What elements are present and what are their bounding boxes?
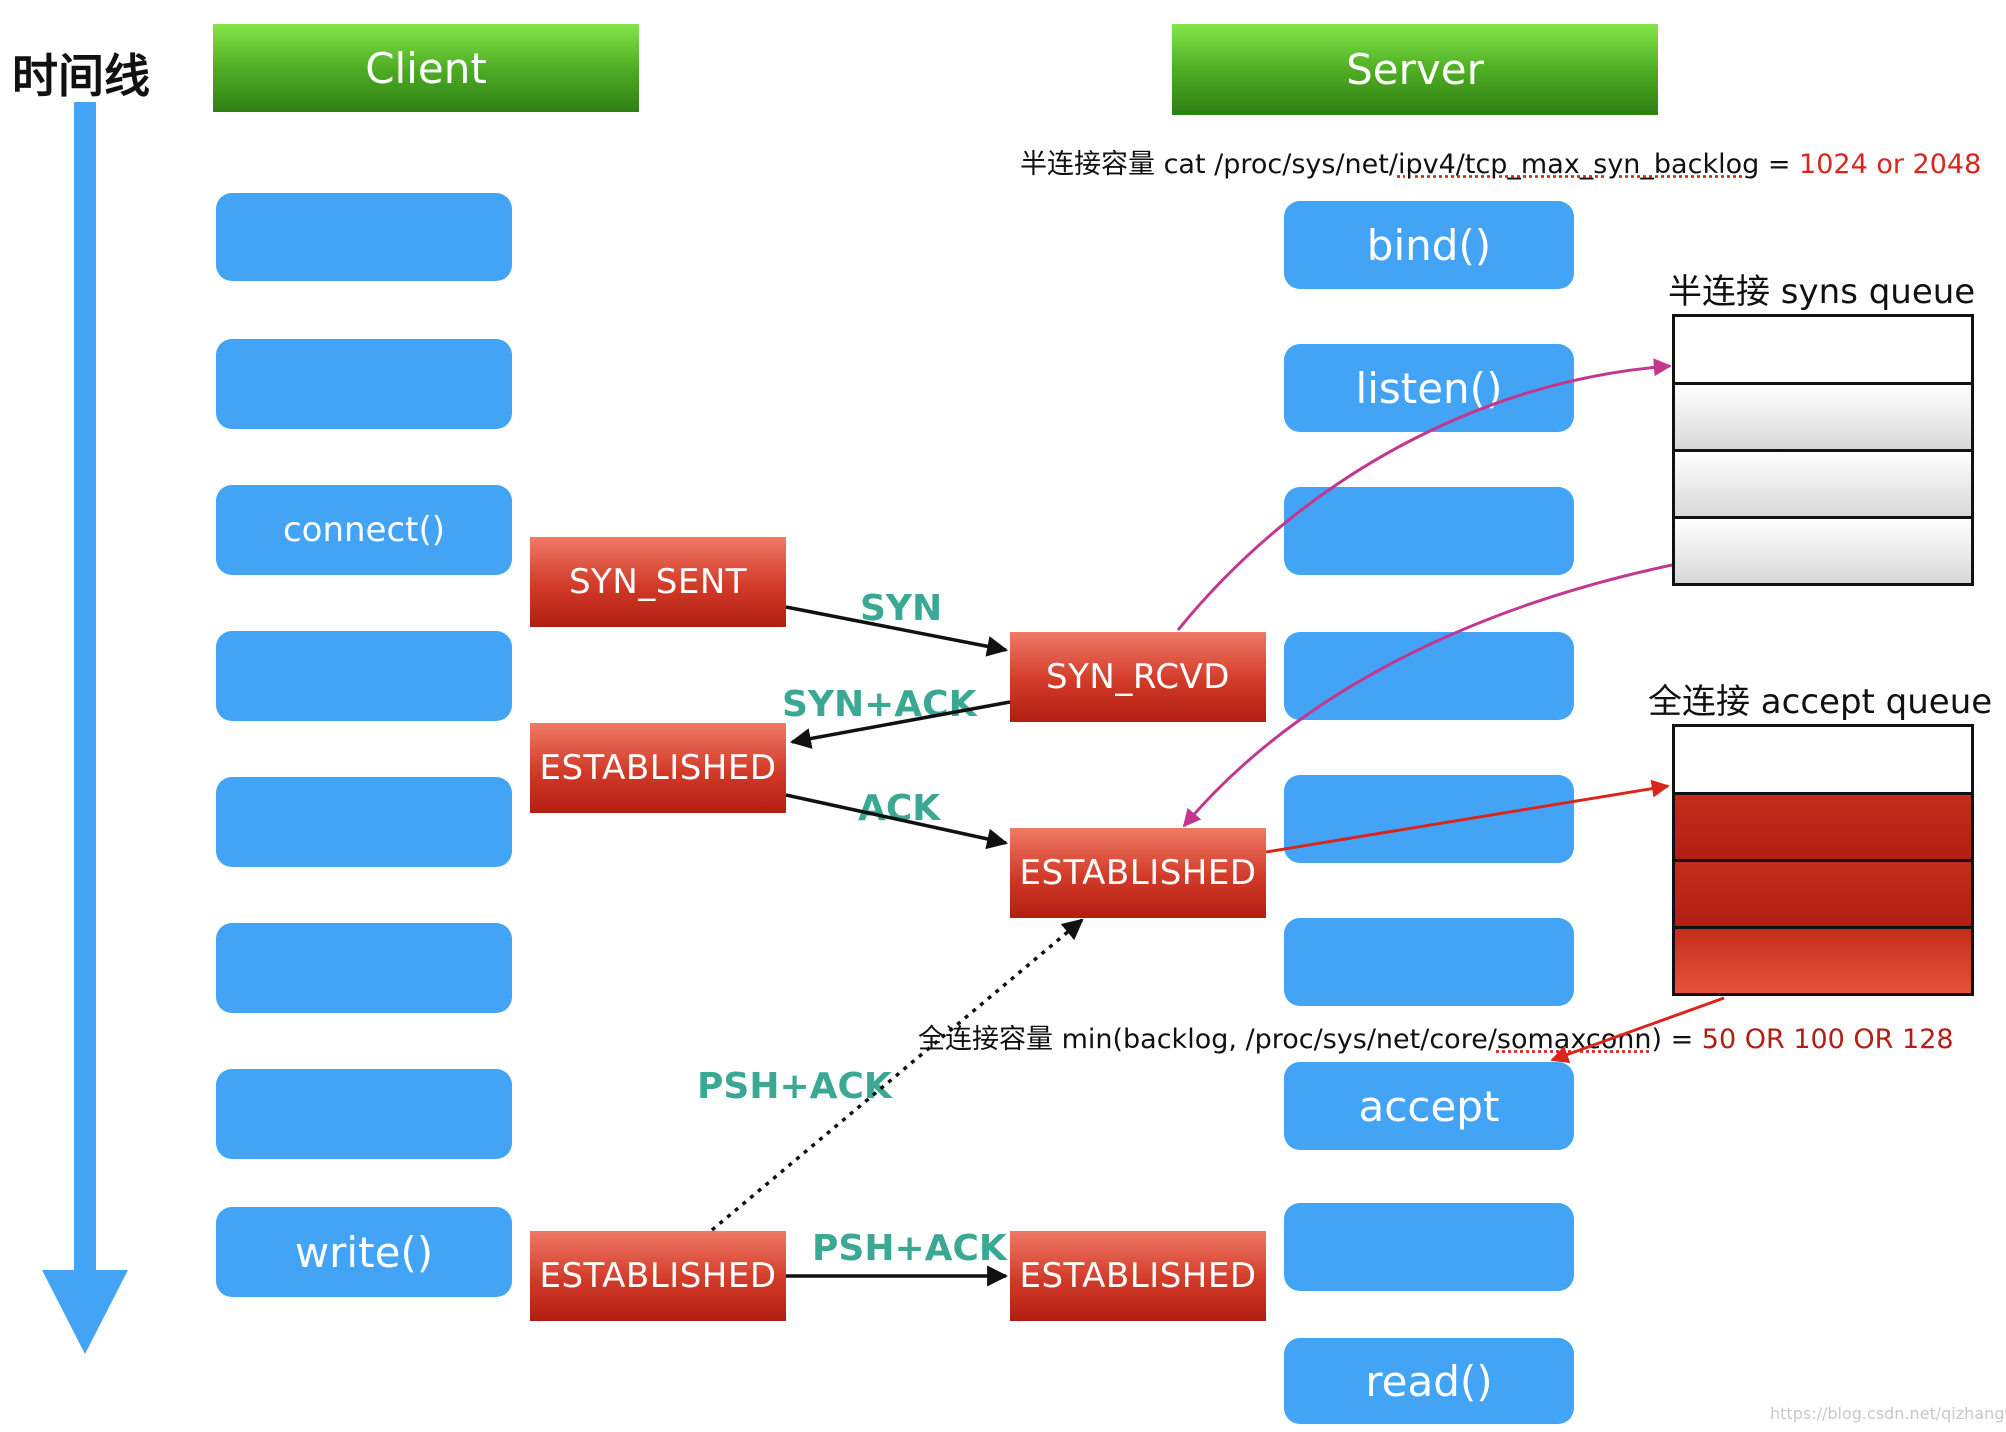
- server-box-8: [1284, 1203, 1574, 1291]
- syn-label: SYN: [860, 588, 943, 629]
- ack-label: ACK: [858, 788, 941, 829]
- accept-queue-slot-1: [1675, 727, 1971, 795]
- syns-queue-slot-4: [1675, 519, 1971, 583]
- syns-queue: [1672, 314, 1974, 586]
- half-capacity-path: ipv4/tcp_max_syn_backlog: [1397, 149, 1760, 180]
- established-to-accept-queue-arrow: [1265, 779, 1670, 854]
- client-box-7: [216, 1069, 512, 1159]
- server-accept-box: accept: [1284, 1062, 1574, 1150]
- psh-ack-label: PSH+ACK: [812, 1228, 1007, 1269]
- half-capacity-prefix: 半连接容量 cat /proc/sys/net/: [1020, 149, 1398, 180]
- client-box-1: [216, 193, 512, 281]
- client-state-established: ESTABLISHED: [530, 723, 786, 813]
- server-listen-box: listen(): [1284, 344, 1574, 432]
- timeline-label: 时间线: [12, 49, 150, 103]
- server-state-syn-rcvd: SYN_RCVD: [1010, 632, 1266, 722]
- client-box-6: [216, 923, 512, 1013]
- syn-rcvd-to-syns-queue-arrow: [1176, 358, 1672, 631]
- syn-ack-arrow: [789, 700, 1011, 749]
- timeline-arrowhead-icon: [42, 1270, 128, 1354]
- client-box-2: [216, 339, 512, 429]
- full-capacity-suffix: ) =: [1651, 1024, 1702, 1055]
- server-header: Server: [1172, 24, 1658, 115]
- syns-queue-to-established-arrow: [1182, 563, 1673, 828]
- server-box-6: [1284, 918, 1574, 1006]
- accept-queue-slot-4: [1675, 929, 1971, 993]
- syn-arrow: [785, 605, 1009, 657]
- ack-arrow: [785, 793, 1009, 850]
- half-connection-capacity-note: 半连接容量 cat /proc/sys/net/ipv4/tcp_max_syn…: [1020, 142, 1981, 181]
- full-capacity-path: somaxconn: [1496, 1024, 1652, 1055]
- server-read-box: read(): [1284, 1338, 1574, 1424]
- full-capacity-prefix: 全连接容量 min(backlog, /proc/sys/net/core/: [918, 1024, 1497, 1055]
- accept-queue-title: 全连接 accept queue: [1648, 682, 1993, 722]
- server-bind-box: bind(): [1284, 201, 1574, 289]
- accept-queue-slot-2: [1675, 795, 1971, 862]
- client-box-5: [216, 777, 512, 867]
- client-state-syn-sent: SYN_SENT: [530, 537, 786, 627]
- psh-ack-dotted-label: PSH+ACK: [697, 1066, 892, 1107]
- client-connect-box: connect(): [216, 485, 512, 575]
- syn-ack-label: SYN+ACK: [782, 684, 977, 725]
- accept-queue-to-accept-arrow: [1550, 996, 1725, 1063]
- client-state-established-2: ESTABLISHED: [530, 1231, 786, 1321]
- server-box-4: [1284, 632, 1574, 720]
- accept-queue-slot-3: [1675, 862, 1971, 929]
- syns-queue-slot-2: [1675, 385, 1971, 452]
- client-write-box: write(): [216, 1207, 512, 1297]
- half-capacity-sep: =: [1759, 149, 1800, 180]
- server-box-3: [1284, 487, 1574, 575]
- full-connection-capacity-note: 全连接容量 min(backlog, /proc/sys/net/core/so…: [918, 1017, 1954, 1056]
- client-header: Client: [213, 24, 639, 112]
- server-state-established: ESTABLISHED: [1010, 828, 1266, 918]
- syns-queue-slot-3: [1675, 452, 1971, 519]
- timeline-bar: [74, 102, 96, 1282]
- syns-queue-slot-1: [1675, 317, 1971, 385]
- watermark: https://blog.csdn.net/qizhangwei: [1770, 1404, 2006, 1423]
- server-box-5: [1284, 775, 1574, 863]
- accept-queue: [1672, 724, 1974, 996]
- syns-queue-title: 半连接 syns queue: [1668, 272, 1976, 312]
- half-capacity-value: 1024 or 2048: [1799, 149, 1982, 180]
- full-capacity-value: 50 OR 100 OR 128: [1701, 1024, 1954, 1055]
- client-box-4: [216, 631, 512, 721]
- server-state-established-2: ESTABLISHED: [1010, 1231, 1266, 1321]
- psh-ack-dotted-arrow: [710, 918, 1084, 1232]
